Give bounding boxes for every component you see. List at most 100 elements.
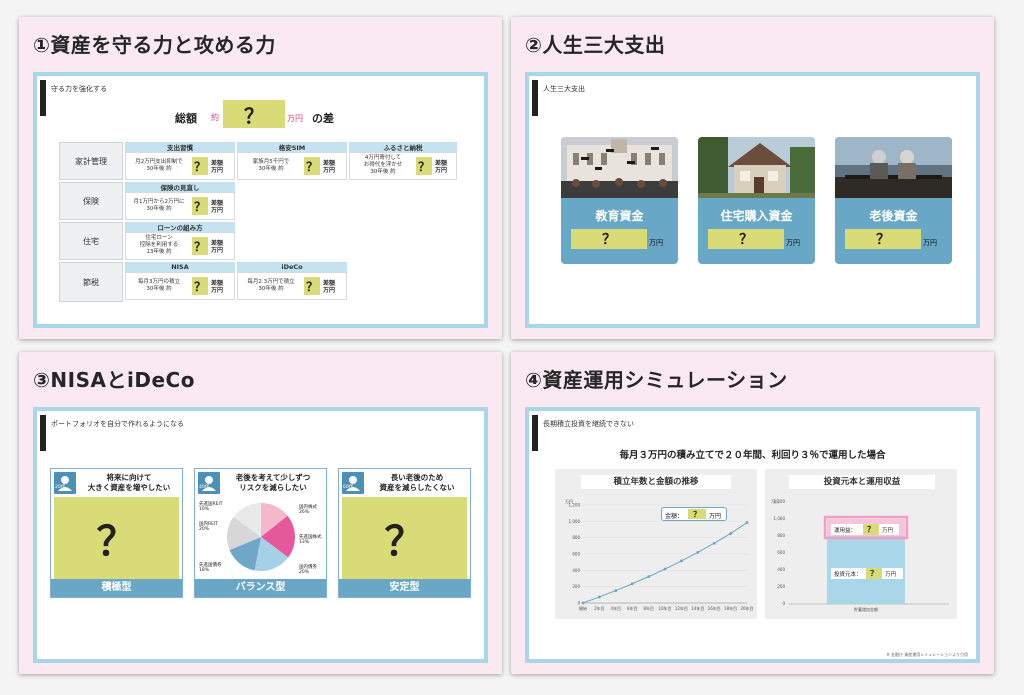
- slide: ポートフォリオを自分で作れるようになる 20代 将来に向けて大きく資産を増やした…: [33, 407, 488, 663]
- cell-text: 4万円寄付して: [364, 155, 402, 161]
- card-head-line: 資産を減らしたくない: [379, 483, 455, 493]
- card-question: ？: [342, 497, 467, 579]
- house-photo: [698, 137, 815, 198]
- header-ideco: iDeCo: [237, 262, 347, 272]
- series-line: [582, 522, 748, 604]
- cell-question: ？: [192, 237, 208, 255]
- headline-unit: 万円: [287, 114, 303, 123]
- cell-text: 月2万円支出抑制で: [135, 159, 183, 165]
- card-unit: 万円: [786, 239, 800, 247]
- bar-category: 貯蓄増加金額: [854, 607, 878, 612]
- x-tick-label: 20年目: [740, 605, 753, 611]
- panel-assets-protect-attack: ①資産を守る力と攻める力 守る力を強化する 総額 約 ？ 万円 の差 家計管理 …: [19, 17, 502, 339]
- panel-nisa-ideco: ③NISAとiDeCo ポートフォリオを自分で作れるようになる 20代 将来に向…: [19, 352, 502, 674]
- age-label: 60代: [343, 485, 354, 490]
- panel-simulation: ④資産運用シミュレーション 長期積立投資を継続できない 毎月３万円の積み立てで２…: [511, 352, 994, 674]
- cell-text: 30年後 約: [258, 166, 284, 173]
- y-unit: 万円: [771, 499, 779, 504]
- cell-question: ？: [192, 157, 208, 175]
- diff-unit: 万円: [211, 287, 224, 295]
- slide: 人生三大支出 教育資金 ？ 万円: [525, 72, 980, 328]
- principal-label: 投資元本： ？ 万円: [831, 568, 903, 579]
- diff-unit: 万円: [323, 167, 336, 175]
- principal-text: 投資元本：: [834, 572, 862, 578]
- header-sim: 格安SIM: [237, 142, 347, 152]
- slide-side-bar: [532, 415, 538, 451]
- cell-text: 住宅ローン: [145, 235, 173, 241]
- svg-text:0: 0: [782, 601, 785, 606]
- y-tick-label: 800: [572, 535, 580, 540]
- slide-side-bar: [532, 80, 538, 116]
- y-tick-label: 0: [577, 601, 580, 606]
- cell-question: ？: [192, 197, 208, 215]
- slide: 守る力を強化する 総額 約 ？ 万円 の差 家計管理 保険 住宅 節税 支出習慣…: [33, 72, 488, 328]
- slide-label: 人生三大支出: [543, 85, 585, 93]
- card-header: 20代 将来に向けて大きく資産を増やしたい: [51, 469, 182, 497]
- card-head-line: 長い老後のため: [390, 473, 444, 482]
- slide-label: 守る力を強化する: [51, 85, 107, 93]
- portfolio-card-stable: 60代 長い老後のため資産を減らしたくない ？ 安定型: [338, 468, 471, 598]
- svg-text:200: 200: [777, 584, 785, 589]
- profit-unit: 万円: [882, 528, 894, 534]
- cell-question: ？: [304, 277, 320, 295]
- graduation-photo: [561, 137, 678, 198]
- y-tick-label: 200: [572, 584, 580, 589]
- card-unit: 万円: [923, 239, 937, 247]
- age-label: 40代: [199, 485, 210, 490]
- cell-text: 13年後 約: [146, 249, 172, 256]
- pie-slice-developed-stock: [233, 503, 261, 537]
- x-tick-label: 12年目: [675, 605, 688, 611]
- header-spending: 支出習慣: [125, 142, 235, 152]
- card-retirement: 老後資金 ？ 万円: [835, 137, 952, 264]
- pie-slice-developed-bond: [229, 537, 261, 571]
- panel-title: ④資産運用シミュレーション: [525, 368, 788, 392]
- data-point: [614, 589, 618, 592]
- slide-side-bar: [40, 415, 46, 451]
- profit-question: ？: [863, 524, 879, 535]
- portfolio-card-aggressive: 20代 将来に向けて大きく資産を増やしたい ？ 積極型: [50, 468, 183, 598]
- cell-text: 30年後 約: [146, 206, 172, 213]
- cell-question: ？: [416, 157, 432, 175]
- card-type: 安定型: [339, 579, 470, 597]
- y-tick-label: 600: [572, 552, 580, 557]
- person-icon: [198, 472, 220, 494]
- cell-text: 毎月3万円の積立: [138, 279, 180, 285]
- diff-label: 差額: [211, 240, 224, 247]
- row-housing: 住宅: [59, 222, 123, 260]
- card-label: 教育資金: [595, 209, 644, 223]
- pie-slice-domestic-bond: [254, 537, 289, 572]
- data-point: [581, 601, 585, 605]
- row-tax: 節税: [59, 262, 123, 302]
- card-header: 40代 老後を考えて少しずつリスクを減らしたい: [195, 469, 326, 497]
- header-furusato: ふるさと納税: [349, 142, 457, 152]
- headline-suffix: の差: [312, 112, 334, 125]
- card-label: 老後資金: [869, 209, 918, 223]
- row-household: 家計管理: [59, 142, 123, 180]
- diff-unit: 万円: [435, 167, 448, 175]
- slide-label: ポートフォリオを自分で作れるようになる: [51, 420, 184, 428]
- slide-label: 長期積立投資を継続できない: [543, 420, 634, 428]
- y-tick-label: 1,000: [569, 519, 581, 524]
- callout-label: 金額：: [665, 513, 684, 520]
- diff-label: 差額: [211, 200, 224, 207]
- x-tick-label: 2年目: [594, 605, 605, 611]
- footnote: ※ 金融庁 資産運用シミュレーションより引用: [886, 652, 968, 657]
- card-head-line: リスクを減らしたい: [239, 483, 307, 493]
- data-point: [680, 559, 683, 563]
- cell-text: 30年後 約: [258, 286, 284, 293]
- cell-text: 30年後 約: [146, 286, 172, 293]
- card-head-line: 老後を考えて少しずつ: [235, 473, 311, 482]
- panel-title: ①資産を守る力と攻める力: [33, 33, 276, 57]
- diff-unit: 万円: [211, 247, 224, 255]
- diff-label: 差額: [435, 160, 448, 167]
